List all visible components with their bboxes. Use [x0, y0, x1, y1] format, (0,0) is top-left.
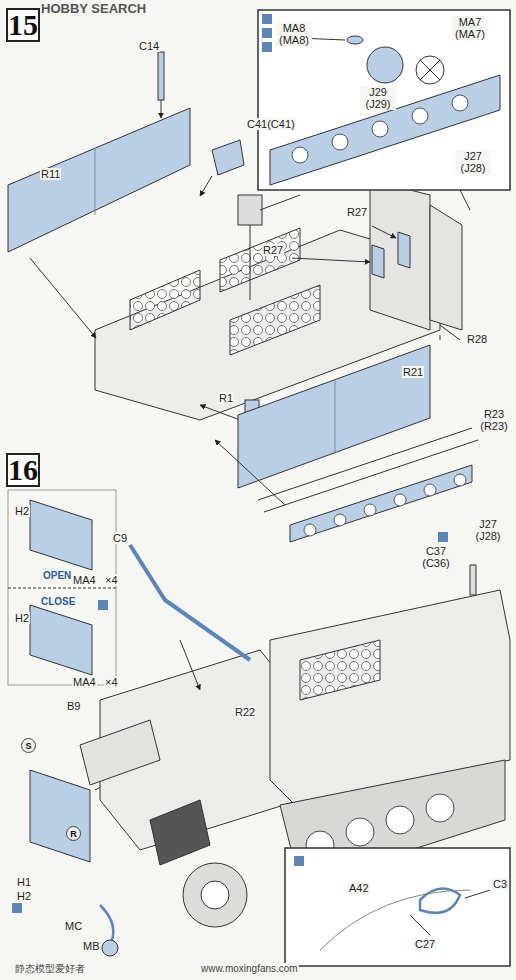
part-label: MA4 — [72, 676, 97, 688]
step-number: 16 — [6, 453, 40, 487]
part-label: C3 — [492, 878, 508, 890]
part-label: MA8 (MA8) — [276, 22, 312, 46]
part-label: H2 — [14, 505, 30, 517]
part-label: R28 — [466, 333, 488, 345]
part-label: ×4 — [104, 574, 119, 586]
node-text: 16 — [8, 453, 38, 487]
part-label: MC — [64, 920, 83, 932]
part-label: H1 — [16, 876, 32, 888]
part-label: R23 (R23) — [476, 408, 512, 432]
part-label: R22 — [234, 706, 256, 718]
part-label: C41(C41) — [246, 118, 296, 130]
part-label: MA7 (MA7) — [452, 16, 488, 40]
part-label: R27 — [262, 244, 284, 256]
part-label: R11 — [40, 168, 61, 180]
watermark: HOBBY SEARCH — [40, 3, 147, 15]
node-text: 15 — [8, 8, 38, 42]
side-mark: S — [21, 738, 36, 753]
watermark: 静态模型爱好者 — [14, 963, 86, 975]
part-label: MB — [82, 940, 101, 952]
side-mark: R — [66, 826, 81, 841]
step-number: 15 — [6, 8, 40, 42]
part-label: R21 — [402, 366, 424, 378]
part-label: OPEN — [42, 570, 72, 582]
part-label: J27 (J28) — [455, 150, 491, 174]
part-label: R1 — [218, 392, 234, 404]
part-label: R27 — [346, 206, 368, 218]
watermark: www.moxingfans.com — [200, 963, 299, 975]
part-label: C9 — [112, 532, 128, 544]
part-label: C14 — [138, 40, 160, 52]
part-label: B9 — [66, 700, 81, 712]
part-label: J27 (J28) — [470, 518, 506, 542]
part-label: H2 — [16, 890, 32, 902]
part-label: A42 — [348, 882, 370, 894]
part-label: MA4 — [72, 574, 97, 586]
node-text: R — [70, 829, 77, 839]
part-label: H2 — [14, 612, 30, 624]
part-label: C37 (C36) — [418, 545, 454, 569]
part-label: J29 (J29) — [360, 86, 396, 110]
part-label: ×4 — [104, 676, 119, 688]
part-label: CLOSE — [40, 596, 76, 608]
part-label: C27 — [414, 938, 436, 950]
node-text: S — [25, 741, 31, 751]
